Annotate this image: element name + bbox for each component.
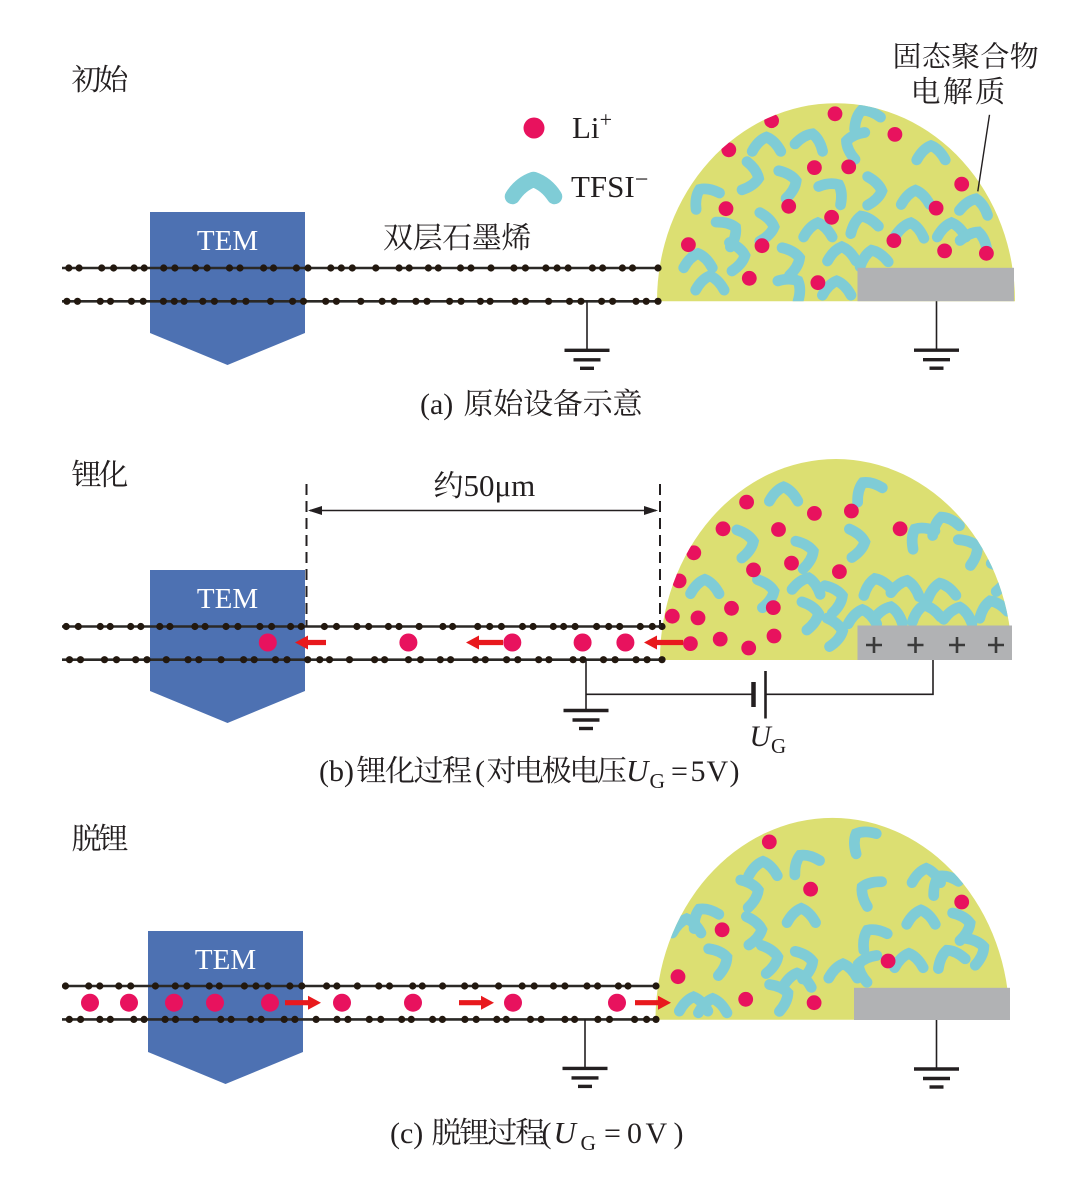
svg-text:TEM: TEM	[197, 583, 258, 615]
svg-text:(: (	[475, 755, 485, 788]
svg-text:U: U	[626, 753, 651, 788]
svg-text:5: 5	[691, 755, 706, 788]
svg-text:G: G	[650, 769, 666, 793]
svg-text:0: 0	[627, 1117, 642, 1150]
svg-text:G: G	[771, 734, 786, 758]
svg-text:G: G	[581, 1131, 597, 1155]
svg-text:TEM: TEM	[197, 225, 258, 257]
svg-text:V: V	[707, 755, 729, 788]
svg-text:TEM: TEM	[195, 944, 256, 976]
svg-text:Li+: Li+	[572, 107, 612, 145]
svg-text:=: =	[604, 1117, 621, 1150]
svg-text:V: V	[646, 1117, 668, 1150]
svg-text:(c): (c)	[390, 1117, 423, 1150]
svg-text:): )	[730, 755, 740, 788]
svg-text:U: U	[750, 721, 773, 753]
svg-text:(a): (a)	[420, 388, 453, 421]
svg-text:): )	[674, 1117, 684, 1150]
svg-text:(b): (b)	[319, 755, 354, 788]
svg-text:=: =	[671, 755, 688, 788]
svg-text:50μm: 50μm	[464, 468, 536, 503]
svg-text:U: U	[554, 1115, 579, 1150]
svg-text:(: (	[542, 1117, 552, 1150]
